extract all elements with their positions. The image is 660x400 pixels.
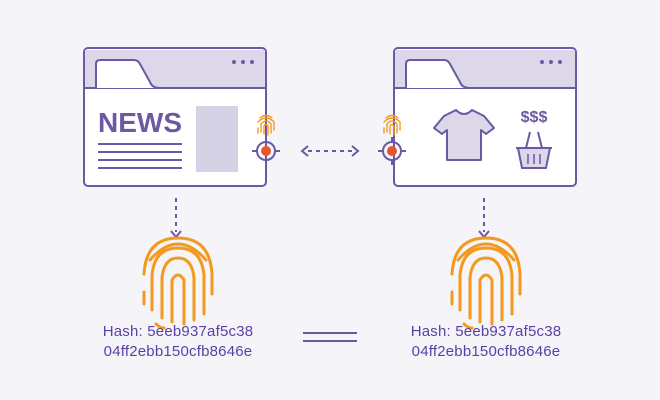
hash-right: Hash: 5eeb937af5c38 04ff2ebb150cfb8646e — [381, 322, 591, 362]
left-browser-window: NEWS — [83, 47, 267, 187]
hash-left: Hash: 5eeb937af5c38 04ff2ebb150cfb8646e — [73, 322, 283, 362]
shopping-basket-icon — [516, 131, 552, 169]
right-browser-window: $$$ — [393, 47, 577, 187]
window-dot-2 — [241, 60, 245, 64]
window-dot-2 — [549, 60, 553, 64]
browser-tab — [95, 59, 161, 89]
tshirt-icon — [433, 109, 495, 161]
browser-tab — [405, 59, 471, 89]
hash-left-line-2: 04ff2ebb150cfb8646e — [103, 343, 253, 360]
window-dot-1 — [232, 60, 236, 64]
news-heading: NEWS — [98, 107, 182, 138]
equals-icon — [303, 332, 357, 342]
hash-right-line-1: Hash: 5eeb937af5c38 — [410, 323, 562, 340]
price-label: $$$ — [521, 109, 548, 126]
fingerprint-icon — [142, 236, 214, 330]
window-dot-3 — [250, 60, 254, 64]
fingerprint-icon — [450, 236, 522, 330]
window-dot-3 — [558, 60, 562, 64]
hash-right-line-2: 04ff2ebb150cfb8646e — [411, 343, 561, 360]
news-image-placeholder — [196, 106, 238, 172]
down-arrow-icon — [170, 198, 182, 239]
window-dot-1 — [540, 60, 544, 64]
down-arrow-icon — [478, 198, 490, 239]
hash-left-line-1: Hash: 5eeb937af5c38 — [102, 323, 254, 340]
double-arrow-icon — [300, 145, 360, 157]
fingerprint-icon — [383, 114, 401, 136]
